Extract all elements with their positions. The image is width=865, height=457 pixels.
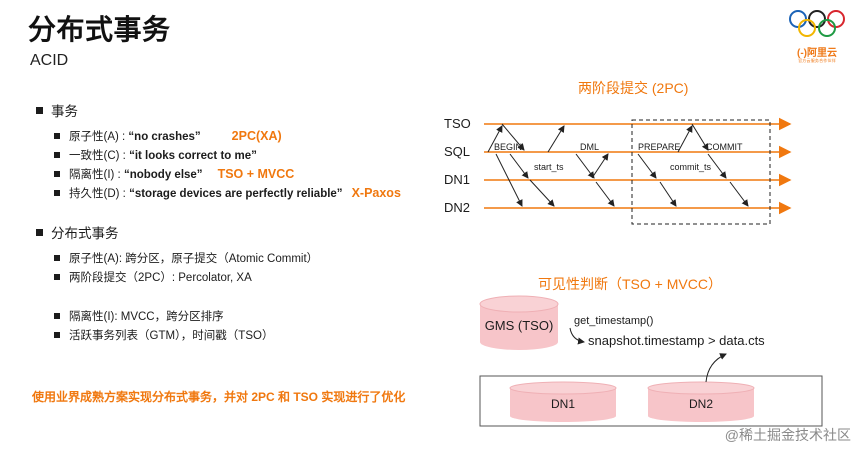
lane-label-sql: SQL <box>444 144 470 159</box>
label-dml: DML <box>580 142 599 152</box>
gms-label: GMS (TSO) <box>485 318 554 333</box>
dn2-cylinder: DN2 <box>647 381 755 422</box>
lane-label-dn1: DN1 <box>444 172 470 187</box>
list-item: 活跃事务列表（GTM），时间戳（TSO） <box>54 325 318 344</box>
olympic-rings-icon <box>789 10 845 37</box>
arrow-commit-dn1 <box>707 153 727 179</box>
bullet-square-icon <box>54 189 60 196</box>
list-item: 隔离性(I): MVCC，跨分区排序 <box>54 306 318 325</box>
arrow-dml-dn1 <box>575 153 595 179</box>
arrow-dn2-check <box>705 353 727 383</box>
distributed-section: 分布式事务 原子性(A): 跨分区，原子提交（Atomic Commit） 两阶… <box>36 222 318 344</box>
distributed-list-b: 隔离性(I): MVCC，跨分区排序 活跃事务列表（GTM），时间戳（TSO） <box>36 306 318 344</box>
list-item-consistency: 一致性(C) : “it looks correct to me” <box>54 145 401 164</box>
olympic-alibaba-logo: (-)阿里云 官方云服务合作伙伴 <box>787 6 847 68</box>
dn2-label: DN2 <box>689 397 713 411</box>
list-item: 两阶段提交（2PC）: Percolator, XA <box>54 267 318 286</box>
bullet-square-icon <box>54 331 60 338</box>
atomicity-tag: 2PC(XA) <box>231 128 282 143</box>
page-subtitle: ACID <box>30 52 69 69</box>
commit-phase-box <box>631 119 771 225</box>
arrow-get-timestamp <box>569 327 585 345</box>
bullet-square-icon <box>54 170 60 177</box>
get-timestamp-label: get_timestamp() <box>574 315 653 327</box>
list-item-isolation: 隔离性(I) : “nobody else” TSO + MVCC <box>54 164 401 183</box>
page-title: 分布式事务 <box>28 14 171 45</box>
logo-brand: (-)阿里云 <box>797 48 837 59</box>
visibility-heading: 可见性判断（TSO + MVCC） <box>538 276 722 292</box>
dn1-cylinder: DN1 <box>509 381 617 422</box>
arrow-start-ts <box>547 125 565 153</box>
lane-label-tso: TSO <box>444 116 471 131</box>
twopc-heading: 两阶段提交 (2PC) <box>578 80 689 96</box>
arrow-begin-up <box>487 125 503 153</box>
lane-label-dn2: DN2 <box>444 200 470 215</box>
transaction-section: 事务 原子性(A) : “no crashes” 2PC(XA) 一致性(C) … <box>36 100 401 202</box>
arrow-commit-ts-up <box>677 125 693 153</box>
label-start-ts: start_ts <box>534 162 564 172</box>
arrow-commit-ts-down <box>691 123 709 151</box>
list-item-durability: 持久性(D) : “storage devices are perfectly … <box>54 183 401 202</box>
distributed-heading: 分布式事务 <box>36 222 318 242</box>
bullet-square-icon <box>36 228 43 236</box>
distributed-list-a: 原子性(A): 跨分区，原子提交（Atomic Commit） 两阶段提交（2P… <box>36 248 318 286</box>
label-prepare: PREPARE <box>638 142 680 152</box>
bullet-square-icon <box>54 132 60 139</box>
arrow-begin-down <box>501 123 525 151</box>
arrow-prepare-dn1 <box>637 153 657 179</box>
transaction-heading: 事务 <box>36 100 401 120</box>
visibility-check: snapshot.timestamp > data.cts <box>588 333 765 348</box>
list-item: 原子性(A): 跨分区，原子提交（Atomic Commit） <box>54 248 318 267</box>
arrow-begin-dn1 <box>509 153 529 179</box>
arrow-commit-dn2 <box>729 181 749 207</box>
durability-tag: X-Paxos <box>351 185 401 200</box>
arrow-prepare-dn2 <box>659 181 677 207</box>
gms-cylinder: GMS (TSO) <box>479 295 559 350</box>
label-commit: COMMIT <box>706 142 743 152</box>
visibility-diagram: GMS (TSO) get_timestamp() snapshot.times… <box>479 295 823 427</box>
arrow-begin-dn2 <box>495 153 523 207</box>
label-begin: BEGIN <box>494 142 522 152</box>
bullet-square-icon <box>54 312 60 319</box>
watermark: @稀土掘金技术社区 <box>724 427 851 443</box>
twopc-diagram: TSO SQL DN1 DN2 BEGIN start_ts DML PREPA… <box>444 116 792 225</box>
bullet-square-icon <box>54 273 60 280</box>
dn-container <box>479 375 823 427</box>
arrow-dml-dn2 <box>595 181 615 207</box>
bullet-square-icon <box>54 254 60 261</box>
bullet-square-icon <box>36 106 43 114</box>
label-commit-ts: commit_ts <box>670 162 712 172</box>
arrow-dn1-dn2 <box>529 179 555 207</box>
bottom-note: 使用业界成熟方案实现分布式事务，并对 2PC 和 TSO 实现进行了优化 <box>32 390 406 404</box>
list-item-atomicity: 原子性(A) : “no crashes” 2PC(XA) <box>54 126 401 145</box>
dn1-label: DN1 <box>551 397 575 411</box>
bullet-square-icon <box>54 151 60 158</box>
arrow-dml-ack <box>591 153 609 179</box>
logo-tagline: 官方云服务合作伙伴 <box>798 58 836 63</box>
isolation-tag: TSO + MVCC <box>217 166 295 181</box>
acid-list: 原子性(A) : “no crashes” 2PC(XA) 一致性(C) : “… <box>36 126 401 202</box>
